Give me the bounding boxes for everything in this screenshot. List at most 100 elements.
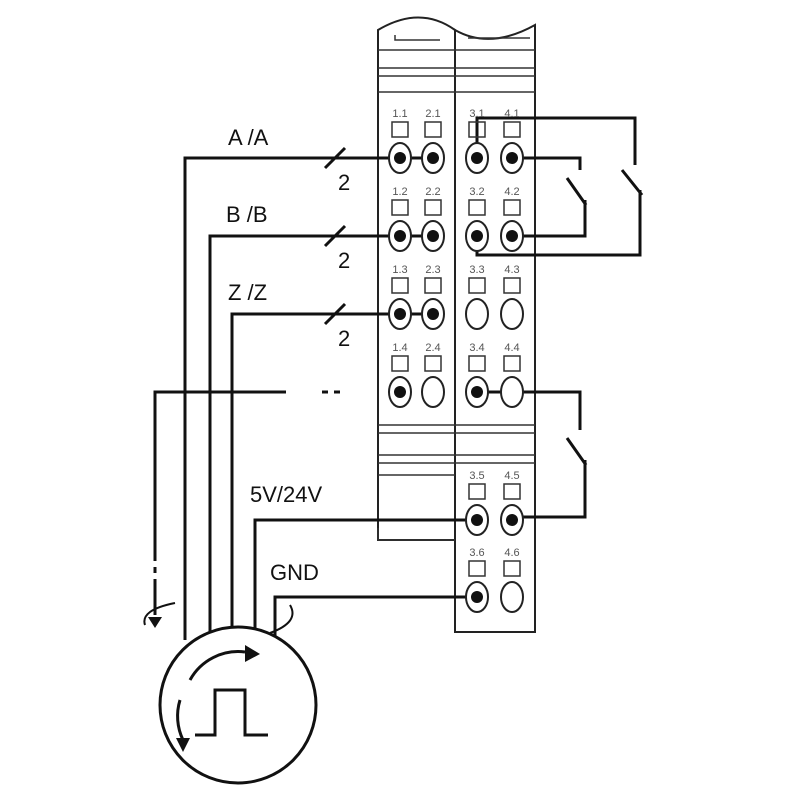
terminal-indicator (424, 355, 442, 372)
terminal-connection-dot (471, 152, 483, 164)
terminal-socket (421, 376, 445, 408)
terminal-label: 4.6 (504, 547, 519, 559)
terminal-3-2: 3.2 (465, 186, 489, 252)
terminal-indicator (503, 560, 521, 577)
terminal-1-4: 1.4 (388, 342, 412, 408)
wire-gnd (273, 595, 477, 648)
terminal-socket (500, 581, 524, 613)
terminal-indicator (503, 277, 521, 294)
terminal-label: 2.1 (425, 108, 440, 120)
terminal-label: 1.3 (392, 264, 407, 276)
terminal-connection-dot (506, 152, 518, 164)
terminal-connection-dot (394, 308, 406, 320)
terminal-1-2: 1.2 (388, 186, 412, 252)
terminal-label: 4.5 (504, 470, 519, 482)
terminal-label: 1.4 (392, 342, 407, 354)
terminal-connection-dot (471, 514, 483, 526)
terminal-indicator (468, 560, 486, 577)
terminal-4-2: 4.2 (500, 186, 524, 252)
terminal-connection-dot (471, 230, 483, 242)
terminal-module-right (454, 23, 536, 633)
module-bands (377, 35, 535, 541)
terminal-indicator (503, 199, 521, 216)
pair-count-b: 2 (338, 248, 350, 273)
terminal-indicator (468, 121, 486, 138)
pair-count-a: 2 (338, 170, 350, 195)
terminal-label: 3.4 (469, 342, 484, 354)
terminal-connection-dot (471, 386, 483, 398)
switch-inner (512, 156, 588, 238)
terminal-indicator (468, 199, 486, 216)
terminal-3-5: 3.5 (465, 470, 489, 536)
terminal-socket (465, 298, 489, 330)
terminal-connection-dot (506, 230, 518, 242)
terminal-label: 3.6 (469, 547, 484, 559)
wire-power (253, 518, 477, 645)
label-b: B /B (226, 202, 268, 227)
terminal-label: 3.5 (469, 470, 484, 482)
terminal-connection-dot (506, 514, 518, 526)
terminal-2-3: 2.3 (421, 264, 445, 330)
terminal-connection-dot (394, 152, 406, 164)
terminal-socket (500, 376, 524, 408)
label-power: 5V/24V (250, 482, 322, 507)
terminal-connection-dot (427, 308, 439, 320)
terminal-2-1: 2.1 (421, 108, 445, 174)
terminal-3-6: 3.6 (465, 547, 489, 613)
terminal-4-4: 4.4 (500, 342, 524, 408)
terminal-2-2: 2.2 (421, 186, 445, 252)
encoder (158, 625, 318, 785)
terminal-4-5: 4.5 (500, 470, 524, 536)
terminal-1-1: 1.1 (388, 108, 412, 174)
terminal-4-3: 4.3 (500, 264, 524, 330)
terminal-indicator (503, 483, 521, 500)
terminal-indicator (468, 483, 486, 500)
terminal-indicator (503, 121, 521, 138)
terminal-label: 4.1 (504, 108, 519, 120)
terminal-indicator (503, 355, 521, 372)
label-z: Z /Z (228, 280, 267, 305)
terminal-socket (500, 298, 524, 330)
terminal-indicator (391, 277, 409, 294)
terminal-3-1: 3.1 (465, 108, 489, 174)
terminal-indicator (424, 121, 442, 138)
terminal-module-left (377, 16, 456, 541)
terminal-4-1: 4.1 (500, 108, 524, 174)
terminal-indicator (468, 277, 486, 294)
terminal-3-3: 3.3 (465, 264, 489, 330)
terminal-connection-dot (394, 230, 406, 242)
terminal-indicator (468, 355, 486, 372)
wire-b (208, 234, 433, 640)
terminal-label: 2.2 (425, 186, 440, 198)
label-a: A /A (228, 125, 269, 150)
terminal-connection-dot (471, 591, 483, 603)
terminal-label: 1.2 (392, 186, 407, 198)
terminal-label: 4.3 (504, 264, 519, 276)
terminal-label: 3.1 (469, 108, 484, 120)
terminal-connection-dot (427, 230, 439, 242)
terminal-connection-dot (394, 386, 406, 398)
terminal-indicator (391, 199, 409, 216)
terminal-label: 2.4 (425, 342, 440, 354)
pair-count-z: 2 (338, 326, 350, 351)
wire-z (230, 312, 433, 640)
terminal-label: 1.1 (392, 108, 407, 120)
terminal-4-6: 4.6 (500, 547, 524, 613)
wire-shield (153, 390, 400, 615)
label-gnd: GND (270, 560, 319, 585)
terminal-label: 4.4 (504, 342, 519, 354)
terminal-2-4: 2.4 (421, 342, 445, 408)
terminal-label: 4.2 (504, 186, 519, 198)
terminal-3-4: 3.4 (465, 342, 489, 408)
wires (143, 116, 644, 648)
terminal-1-3: 1.3 (388, 264, 412, 330)
terminal-label: 2.3 (425, 264, 440, 276)
terminals: 1.1 2.1 3.1 4.1 1.2 2.2 3.2 4.2 1.3 2.3 3.3 4.3 1.4 2… (388, 108, 524, 613)
terminal-indicator (424, 277, 442, 294)
wire-a (183, 156, 433, 640)
terminal-label: 3.2 (469, 186, 484, 198)
terminal-indicator (391, 355, 409, 372)
terminal-connection-dot (427, 152, 439, 164)
terminal-indicator (391, 121, 409, 138)
